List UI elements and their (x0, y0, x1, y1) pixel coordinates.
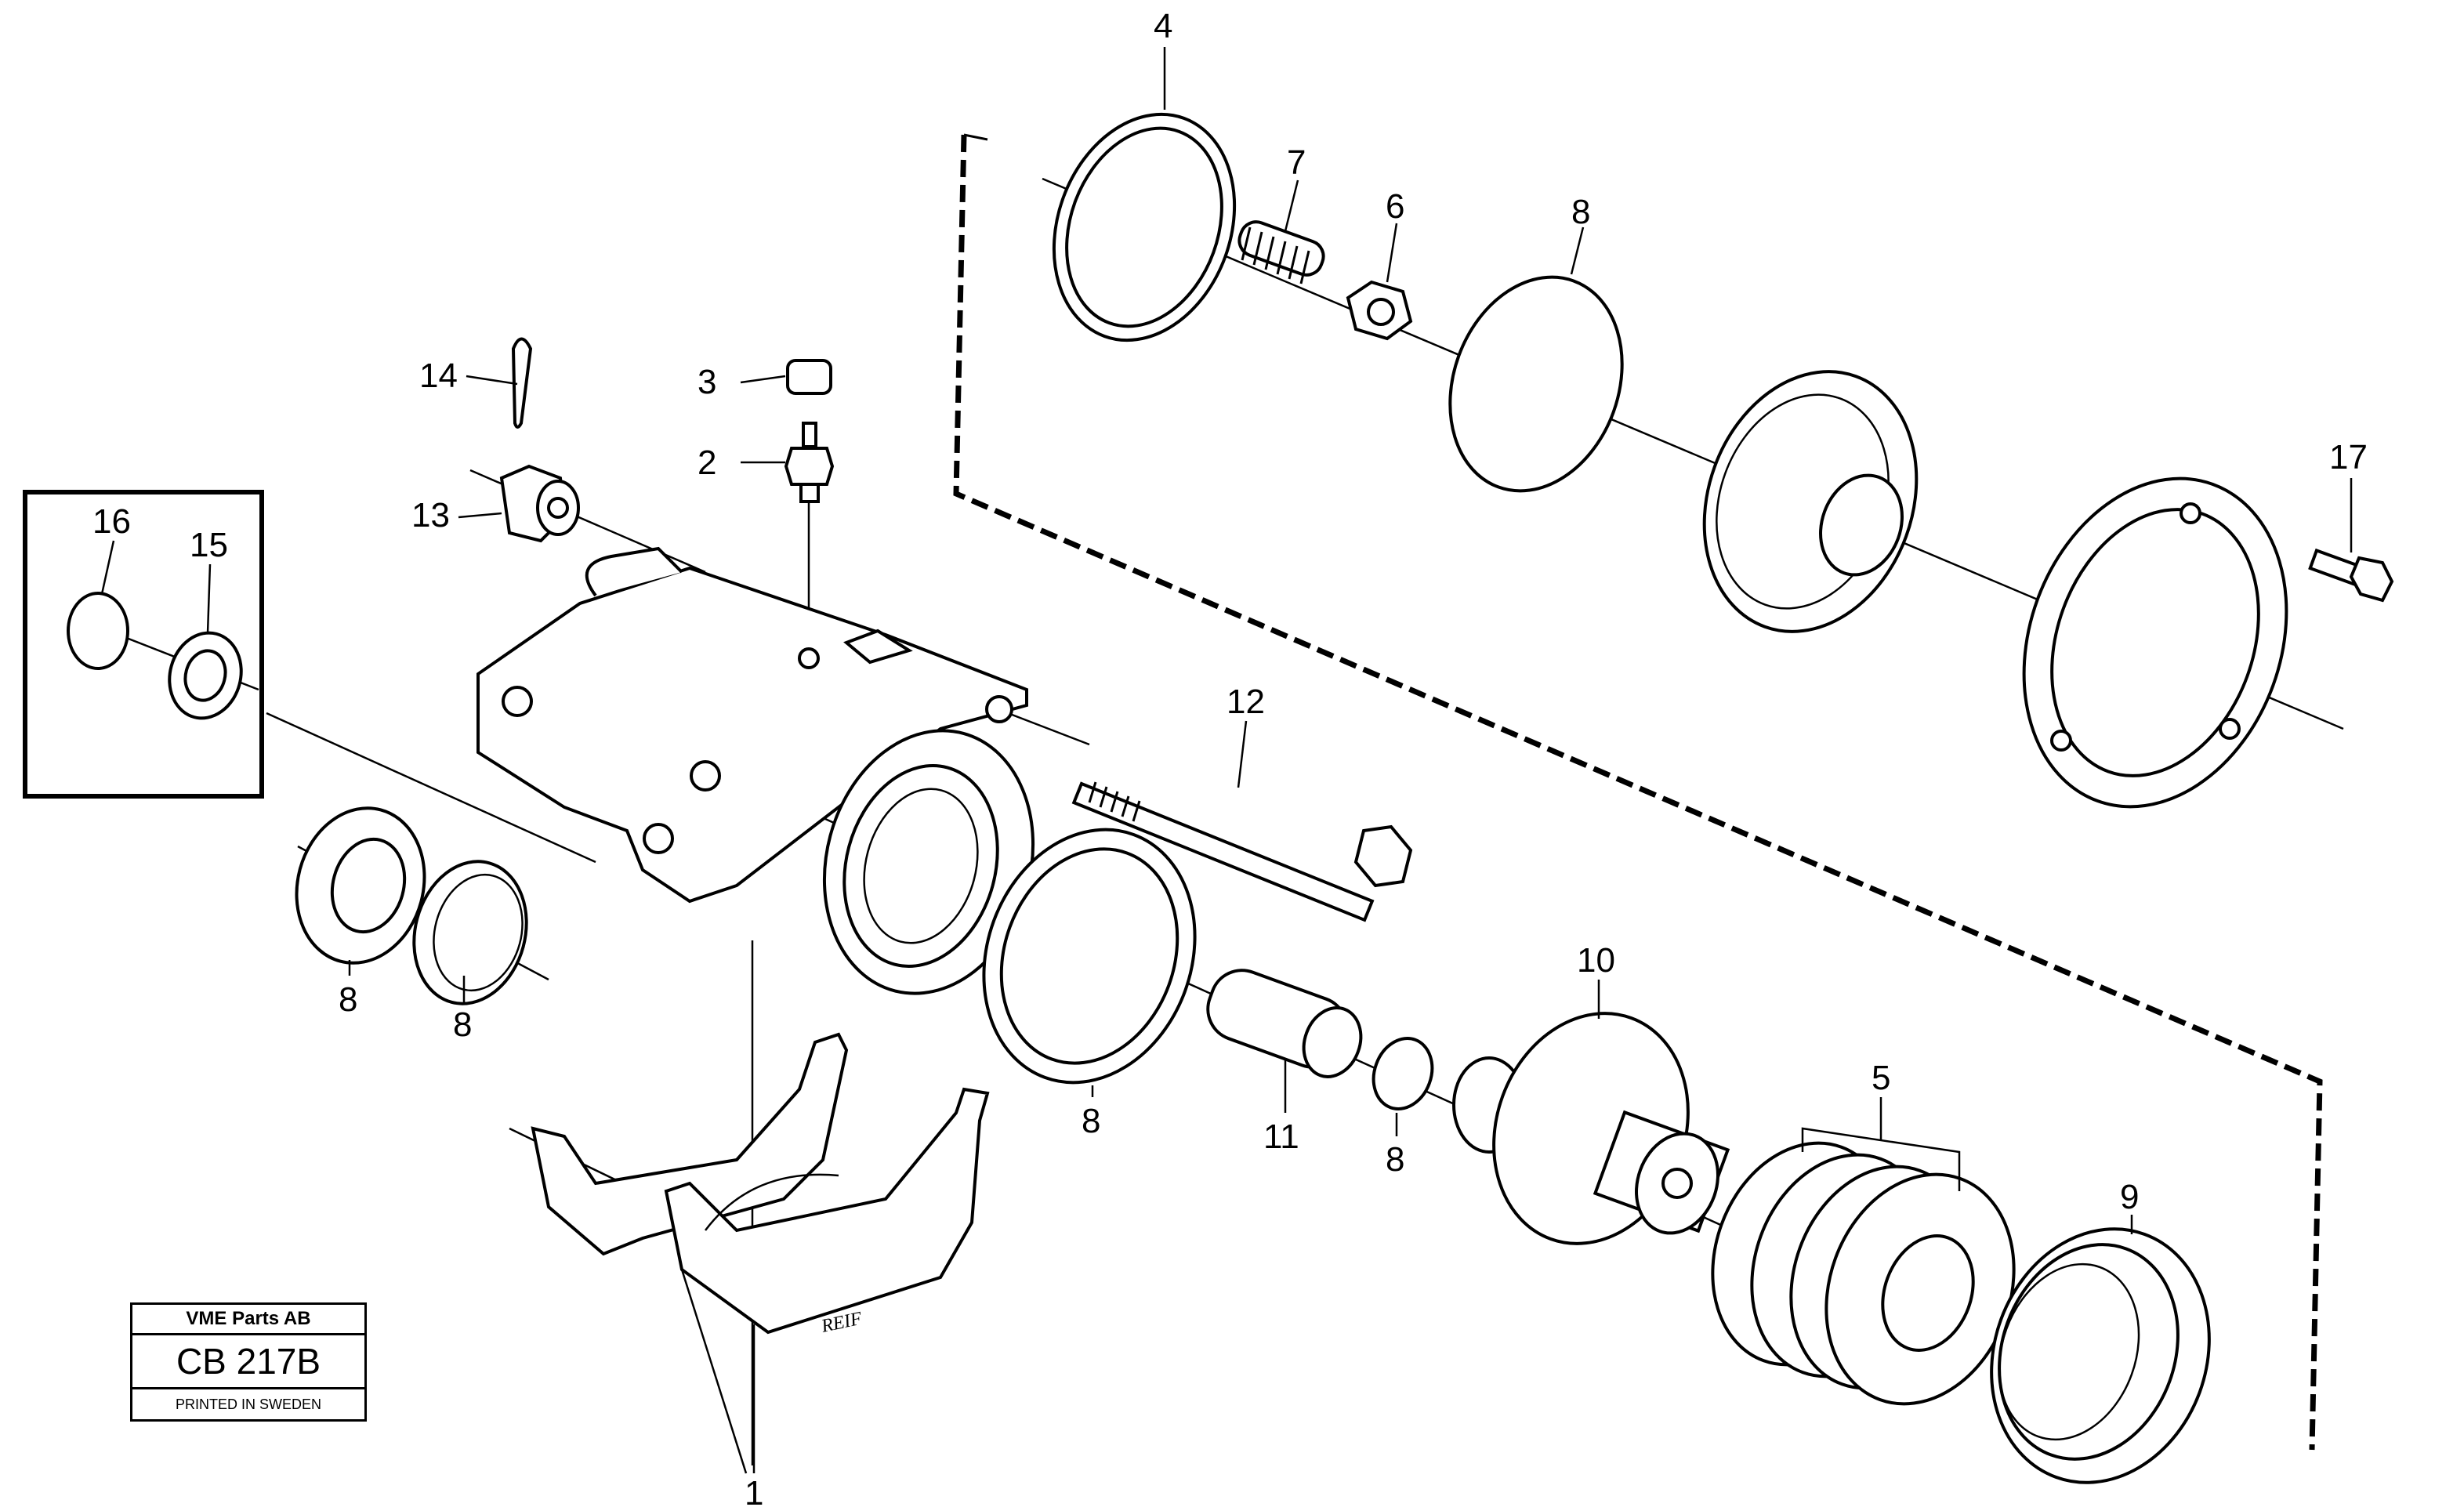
part-snap-ring (1052, 112, 1237, 342)
callout-8-top: 8 (1571, 193, 1590, 231)
part-threaded-pin (1237, 220, 1325, 284)
detail-box (23, 490, 264, 799)
callout-14: 14 (419, 357, 458, 395)
part-bolt-small (2308, 548, 2394, 603)
callout-1: 1 (745, 1474, 763, 1507)
callout-15: 15 (190, 526, 228, 564)
callout-16: 16 (92, 502, 131, 541)
part-cap-16 (67, 592, 129, 670)
callout-13: 13 (411, 496, 450, 534)
part-long-bolt (1071, 781, 1413, 922)
parts-label: VME Parts AB CB 217B PRINTED IN SWEDEN (130, 1302, 367, 1422)
callout-17: 17 (2329, 438, 2368, 476)
part-flange (2022, 476, 2288, 809)
part-diaphragm (1702, 370, 1919, 633)
part-dust-cover (1990, 1227, 2211, 1484)
callout-8-left: 8 (339, 980, 357, 1019)
part-cotter-pin (511, 337, 533, 429)
callout-12: 12 (1227, 683, 1265, 721)
callout-4: 4 (1154, 7, 1172, 45)
callout-11: 11 (1263, 1118, 1299, 1156)
callout-8-mid: 8 (1082, 1102, 1100, 1140)
callout-7: 7 (1287, 143, 1306, 182)
part-piston (1206, 969, 1363, 1078)
part-nut (1346, 280, 1413, 341)
part-ring-left (412, 860, 528, 1005)
callout-3: 3 (698, 363, 716, 401)
callout-8-left2: 8 (453, 1005, 472, 1044)
label-footer: PRINTED IN SWEDEN (175, 1397, 321, 1412)
part-bleeder-nipple (784, 422, 835, 503)
callout-8-right: 8 (1386, 1140, 1404, 1179)
callout-2: 2 (698, 444, 716, 482)
part-brake-pads (531, 1032, 990, 1335)
part-piston-body (1452, 1012, 1730, 1245)
label-code: CB 217B (132, 1335, 364, 1389)
callout-5: 5 (1872, 1059, 1890, 1097)
callout-leaders (100, 47, 2353, 1474)
part-piston-seal (982, 828, 1197, 1085)
label-company: VME Parts AB (132, 1305, 364, 1335)
callout-6: 6 (1386, 187, 1404, 226)
callout-9: 9 (2120, 1178, 2139, 1216)
subassembly-frame (953, 133, 2323, 1451)
callout-numbers: 1 2 3 4 5 6 7 8 8 8 8 8 9 10 11 12 13 14… (92, 7, 2368, 1507)
part-castle-nut (499, 464, 580, 543)
part-seal-left (295, 806, 426, 965)
part-dust-cap (786, 359, 832, 395)
part-small-o-ring (1372, 1037, 1434, 1110)
callout-10: 10 (1577, 941, 1615, 980)
part-o-ring (1448, 275, 1624, 493)
part-caliper-housing (476, 546, 1035, 995)
part-seal-15 (168, 631, 243, 720)
